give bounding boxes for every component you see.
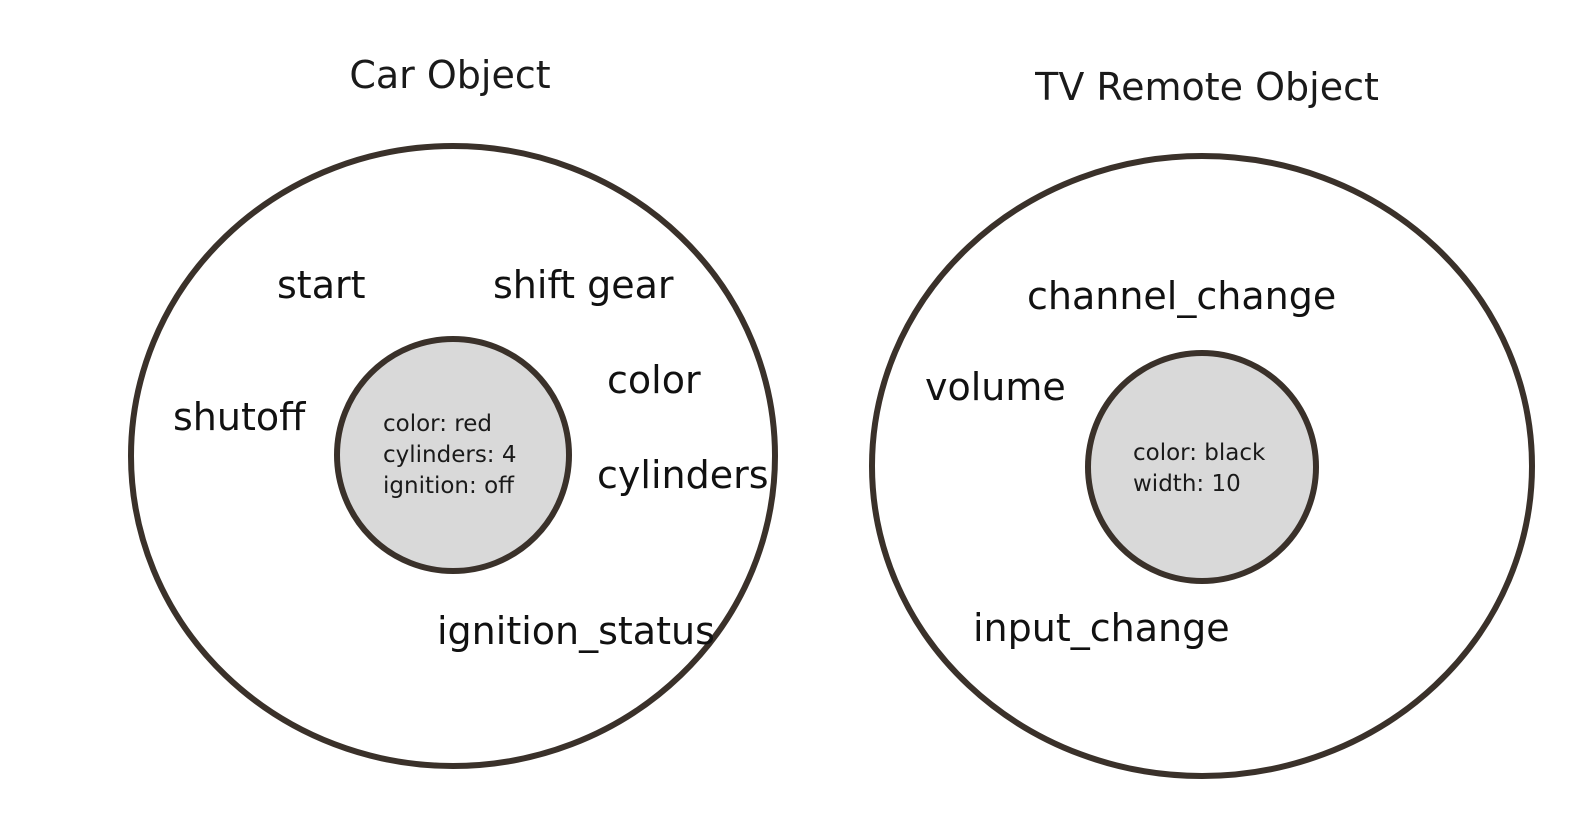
tv-remote-method-channel-change: channel_change — [1027, 274, 1336, 318]
tv-remote-state-color: color: black — [1133, 440, 1266, 466]
tv-remote-method-volume: volume — [925, 365, 1066, 409]
car-state-ignition: ignition: off — [383, 473, 515, 499]
car-object-group: Car Object start shift gear color shutof… — [128, 53, 778, 769]
tv-remote-object-title: TV Remote Object — [1034, 65, 1379, 109]
tv-remote-state-width: width: 10 — [1133, 471, 1241, 497]
car-member-cylinders: cylinders — [597, 453, 769, 497]
tv-remote-object-state-circle — [1085, 350, 1319, 584]
car-state-cylinders: cylinders: 4 — [383, 442, 517, 468]
car-method-shift-gear: shift gear — [493, 263, 674, 307]
car-member-color: color — [607, 358, 701, 402]
tv-remote-method-input-change: input_change — [973, 606, 1230, 650]
car-method-start: start — [277, 263, 366, 307]
car-method-shutoff: shutoff — [173, 395, 306, 439]
car-member-ignition-status: ignition_status — [437, 609, 715, 653]
car-object-title: Car Object — [349, 53, 550, 97]
car-object-state-circle — [334, 336, 572, 574]
tv-remote-object-group: TV Remote Object channel_change volume i… — [869, 65, 1535, 779]
car-state-color: color: red — [383, 411, 492, 437]
